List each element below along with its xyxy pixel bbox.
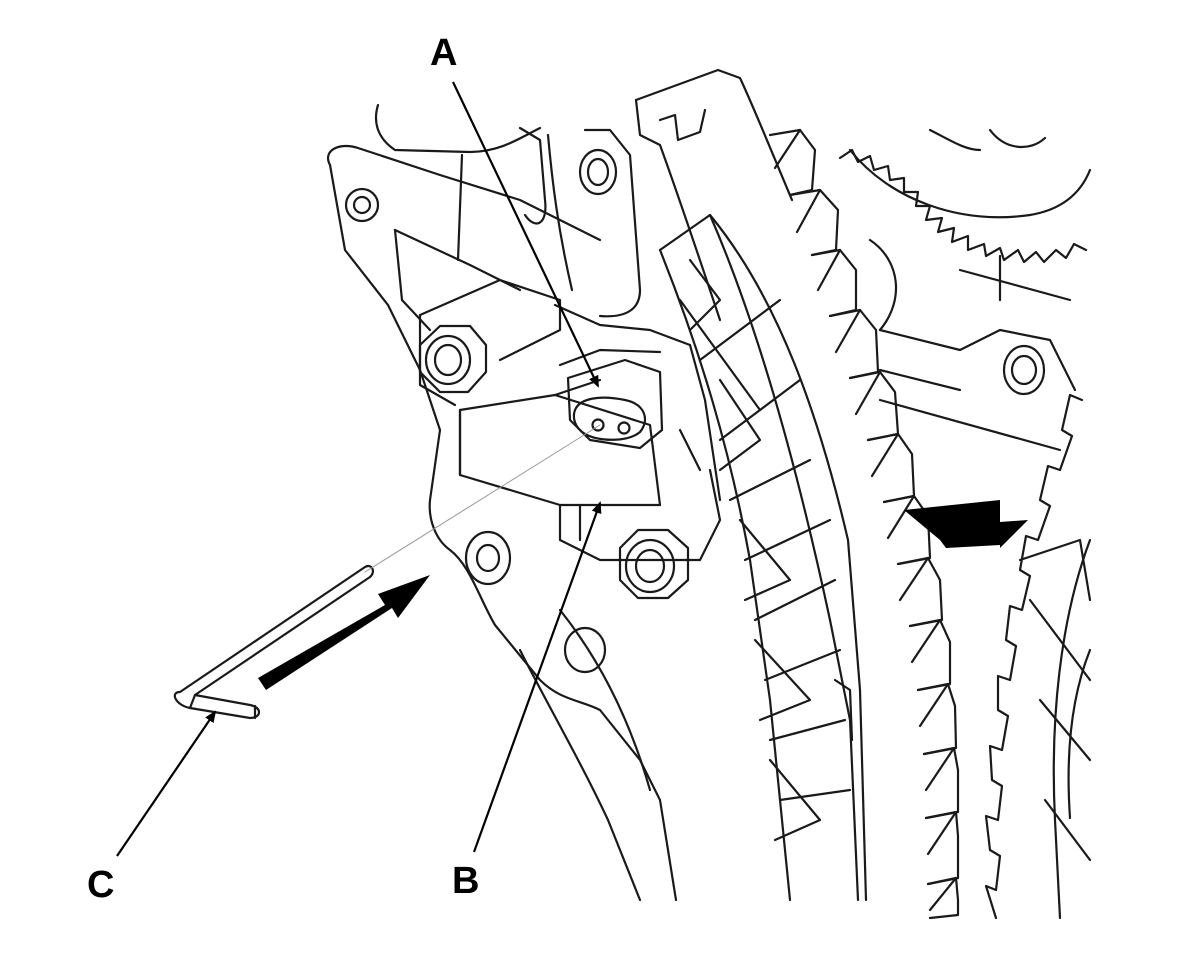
camshaft-sprocket xyxy=(838,128,1092,302)
engine-housing xyxy=(374,103,642,318)
leader-line-a xyxy=(452,81,599,388)
bracket-plate xyxy=(327,144,678,902)
lower-bolt xyxy=(618,528,690,600)
hex-key-tool xyxy=(173,564,374,720)
timing-chain xyxy=(768,128,960,920)
callout-label-c: C xyxy=(87,864,115,906)
callout-label-a: A xyxy=(430,32,458,74)
secondary-chain xyxy=(984,393,1092,920)
insert-direction-arrow xyxy=(258,575,430,690)
chain-tensioner-arm xyxy=(634,68,868,902)
leader-line-b xyxy=(472,501,602,853)
tensioner-body xyxy=(418,278,722,562)
push-direction-arrow xyxy=(904,500,1028,548)
leader-line-c xyxy=(116,710,217,857)
callout-label-b: B xyxy=(452,860,480,902)
upper-bolt xyxy=(418,324,488,394)
insertion-guide-line xyxy=(364,424,601,573)
right-housing xyxy=(868,238,1077,452)
